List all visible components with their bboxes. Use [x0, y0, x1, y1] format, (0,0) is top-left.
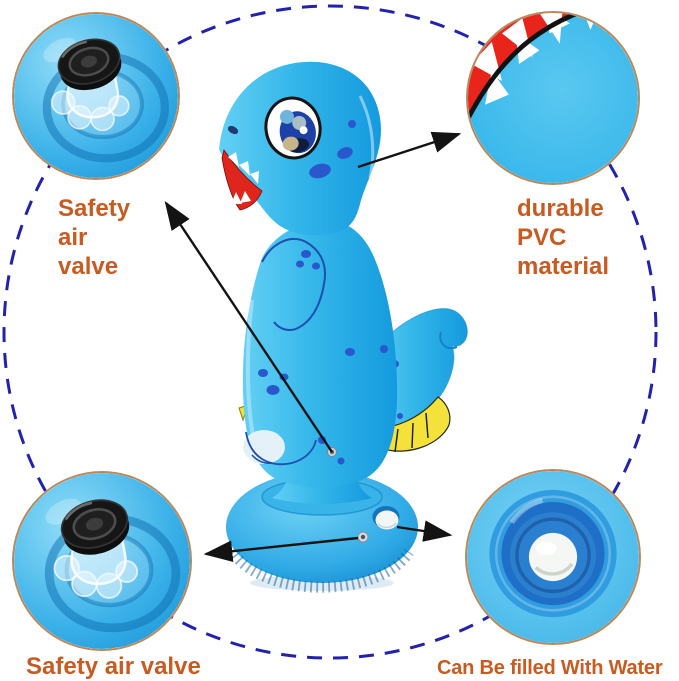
air-valve-image: [14, 14, 178, 178]
label-safety-air-valve-top: Safety air valve: [58, 194, 130, 281]
base-air-valve: [357, 531, 369, 543]
mouth: [221, 149, 263, 211]
arrow-to-top-right-callout: [357, 131, 462, 169]
foot-patch: [243, 430, 317, 466]
pvc-teeth-image: [468, 13, 638, 183]
eye: [264, 96, 322, 160]
label-line: air: [58, 224, 88, 251]
body-spots: [258, 345, 388, 465]
toy-body: [242, 219, 398, 488]
arrow-to-top-left-callout: [164, 201, 333, 453]
callout-pvc-material-top-right: [466, 11, 640, 185]
label-can-be-filled-with-water: Can Be filled With Water: [437, 657, 663, 679]
dashed-circle-decoration: [2, 4, 658, 660]
label-line: PVC: [517, 224, 567, 251]
arrow-to-bottom-left-callout: [203, 536, 359, 562]
label-line: durable: [517, 195, 604, 222]
inflatable-dinosaur-toy: [219, 61, 468, 593]
label-line: Safety: [58, 195, 131, 222]
annotation-arrows: [164, 131, 462, 562]
label-line: valve: [58, 253, 119, 280]
callout-air-valve-top-left: [12, 12, 180, 180]
callout-air-valve-bottom-left: [12, 471, 192, 651]
base-water-port: [372, 506, 400, 530]
air-valve-image: [14, 473, 190, 649]
label-durable-pvc-material: durable PVC material: [517, 194, 609, 281]
water-port-image: [467, 471, 639, 643]
arrow-to-bottom-right-callout: [396, 520, 453, 542]
toy-head: [219, 61, 381, 236]
arm-outline: [261, 237, 326, 331]
label-line: material: [517, 253, 610, 280]
nostril: [227, 125, 239, 135]
callout-water-port-bottom-right: [465, 469, 641, 645]
label-safety-air-valve-bottom: Safety air valve: [26, 653, 201, 680]
